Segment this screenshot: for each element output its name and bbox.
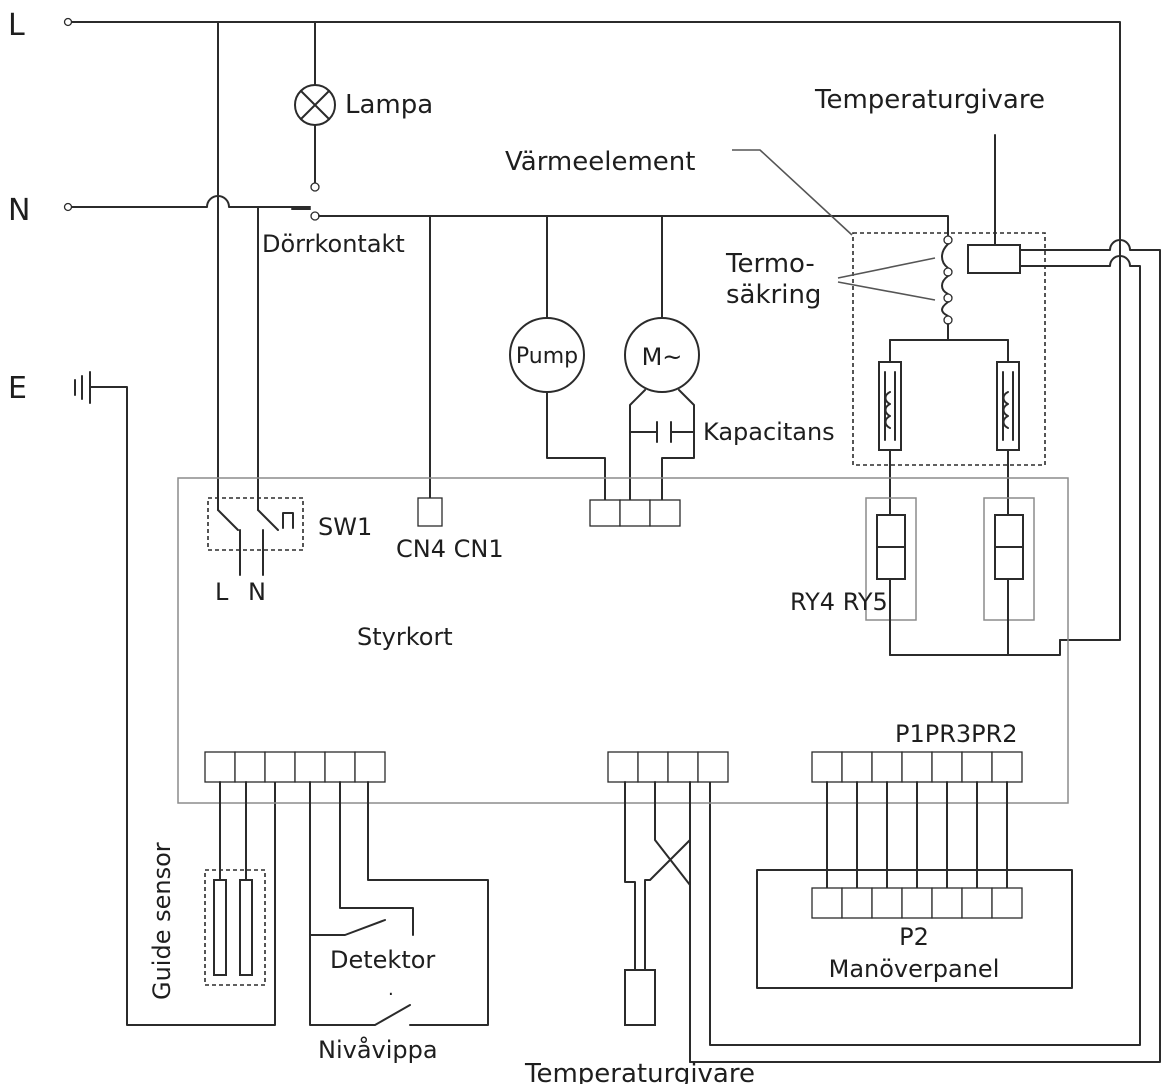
heater-unit-box — [852, 232, 1046, 466]
label-termo-line1: Termo- — [725, 249, 815, 279]
temp-sensor-top — [689, 134, 1161, 1063]
label-p2: P2 — [899, 923, 929, 951]
label-dot: · — [388, 984, 394, 1005]
varmeelement-leader — [732, 149, 853, 236]
label-varmeelement: Värmeelement — [505, 147, 695, 177]
label-kapacitans: Kapacitans — [703, 418, 835, 446]
cn4-connector — [417, 497, 443, 527]
label-p1pr3pr2: P1PR3PR2 — [895, 720, 1018, 748]
label-styrkort: Styrkort — [357, 623, 453, 651]
sensor-connector — [204, 751, 386, 783]
label-temperaturgivare-top: Temperaturgivare — [814, 85, 1045, 115]
label-sw1-L: L — [215, 578, 229, 606]
panel-connector-top — [811, 751, 1023, 889]
rail-label-N: N — [8, 193, 30, 228]
label-guide-sensor: Guide sensor — [148, 842, 176, 1000]
rail-N — [63, 195, 311, 212]
pump — [509, 215, 606, 501]
label-pump: Pump — [516, 344, 578, 369]
label-nivavippa: Nivåvippa — [318, 1035, 438, 1064]
lamp-circuit — [294, 21, 336, 192]
panel-connector-p2 — [811, 887, 1023, 919]
heating-elements — [878, 339, 1020, 516]
rail-E-ground — [74, 371, 276, 1026]
label-temperaturgivare-bottom: Temperaturgivare — [524, 1059, 755, 1084]
label-cn4-cn1: CN4 CN1 — [396, 535, 504, 563]
thermal-fuses — [837, 235, 953, 341]
rail-label-E: E — [8, 371, 27, 406]
temp-connector — [607, 751, 729, 1063]
label-manoverpanel: Manöverpanel — [829, 955, 1000, 983]
pump-motor-connector — [589, 499, 681, 527]
door-switch — [291, 208, 949, 236]
rail-L — [63, 17, 1121, 641]
relay-return — [889, 639, 1061, 656]
label-lampa: Lampa — [345, 90, 433, 120]
sw1 — [207, 497, 304, 576]
relay-ry4 — [865, 497, 917, 656]
label-sw1-N: N — [248, 578, 266, 606]
control-board — [177, 477, 1069, 804]
label-ry4-ry5: RY4 RY5 — [790, 588, 888, 616]
control-panel — [756, 869, 1073, 989]
label-dorrkontakt: Dörrkontakt — [262, 230, 405, 258]
label-motor: M~ — [642, 343, 683, 371]
label-sw1: SW1 — [318, 513, 372, 541]
motor — [624, 215, 700, 501]
detector-switches — [309, 781, 489, 1026]
guide-sensor — [204, 781, 266, 986]
relay-ry5 — [983, 497, 1035, 656]
label-detektor: Detektor — [330, 946, 435, 974]
label-termo-line2: säkring — [726, 280, 821, 310]
rail-label-L: L — [8, 8, 25, 43]
